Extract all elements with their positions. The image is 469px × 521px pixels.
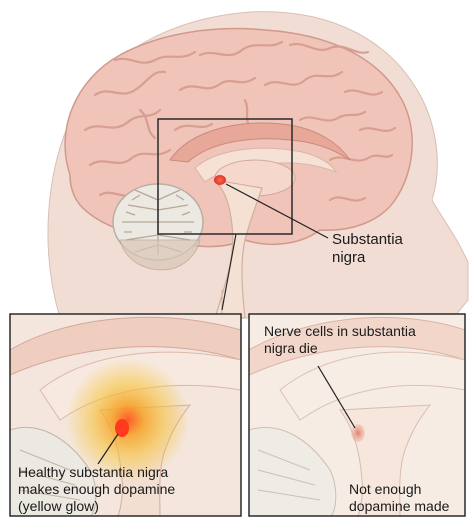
damaged-bottom-line2: dopamine made <box>349 498 450 514</box>
healthy-label-line3: (yellow glow) <box>18 498 99 514</box>
damaged-bottom-line1: Not enough <box>349 481 421 497</box>
damaged-top-line2: nigra die <box>264 340 318 356</box>
healthy-label-line1: Healthy substantia nigra <box>18 464 168 480</box>
healthy-panel: Healthy substantia nigra makes enough do… <box>10 314 241 516</box>
damaged-nigra-marker <box>351 424 365 442</box>
main-label-line2: nigra <box>332 249 366 266</box>
healthy-label-line2: makes enough dopamine <box>18 481 175 497</box>
main-label-line1: Substantia <box>332 231 404 248</box>
substantia-nigra-marker <box>214 175 226 185</box>
damaged-top-line1: Nerve cells in substantia <box>264 323 416 339</box>
damaged-panel: Nerve cells in substantia nigra die Not … <box>249 314 465 516</box>
